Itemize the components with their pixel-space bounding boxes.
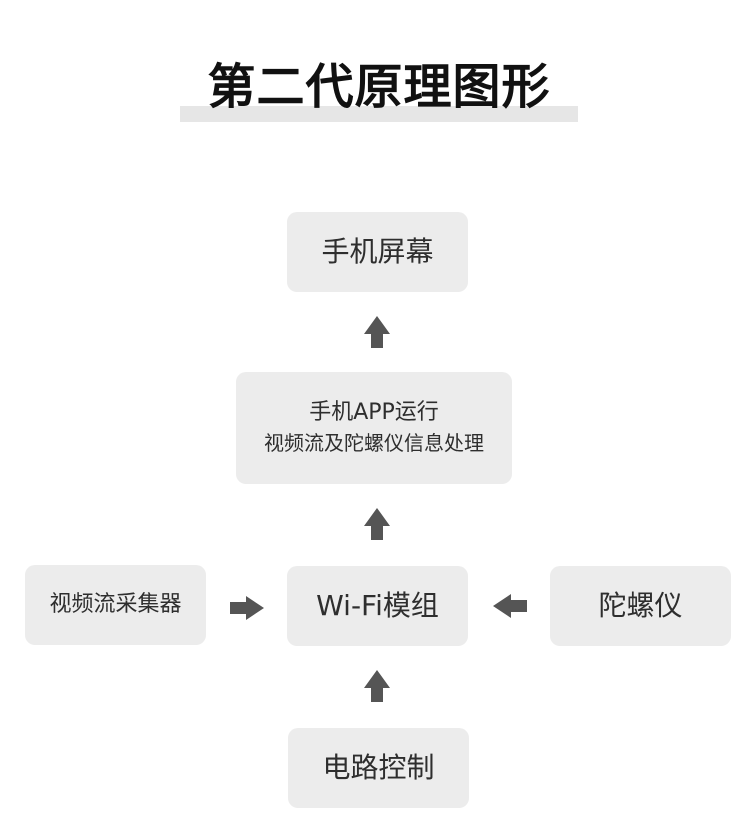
arrow-up-icon: [364, 508, 390, 540]
arrow-up-icon: [364, 670, 390, 702]
node-phone-screen-label: 手机屏幕: [321, 235, 434, 268]
node-gyroscope-label: 陀螺仪: [598, 589, 683, 622]
node-wifi-module-label: Wi-Fi模组: [316, 589, 439, 622]
arrow-left-icon: [493, 594, 527, 618]
arrow-right-icon: [230, 596, 264, 620]
node-phone-app: 手机APP运行 视频流及陀螺仪信息处理: [236, 372, 512, 484]
node-phone-app-line1: 手机APP运行: [309, 400, 439, 425]
node-gyroscope: 陀螺仪: [550, 566, 731, 646]
node-wifi-module: Wi-Fi模组: [287, 566, 468, 646]
arrow-up-icon: [364, 316, 390, 348]
title-underline: [180, 106, 578, 122]
diagram-title: 第二代原理图形: [207, 59, 551, 115]
title-block: 第二代原理图形: [180, 52, 578, 122]
node-video-capture: 视频流采集器: [25, 565, 206, 645]
node-video-capture-label: 视频流采集器: [49, 592, 182, 617]
node-circuit-control: 电路控制: [288, 728, 469, 808]
node-phone-app-line2: 视频流及陀螺仪信息处理: [264, 431, 484, 455]
node-circuit-control-label: 电路控制: [322, 751, 435, 784]
node-phone-screen: 手机屏幕: [287, 212, 468, 292]
